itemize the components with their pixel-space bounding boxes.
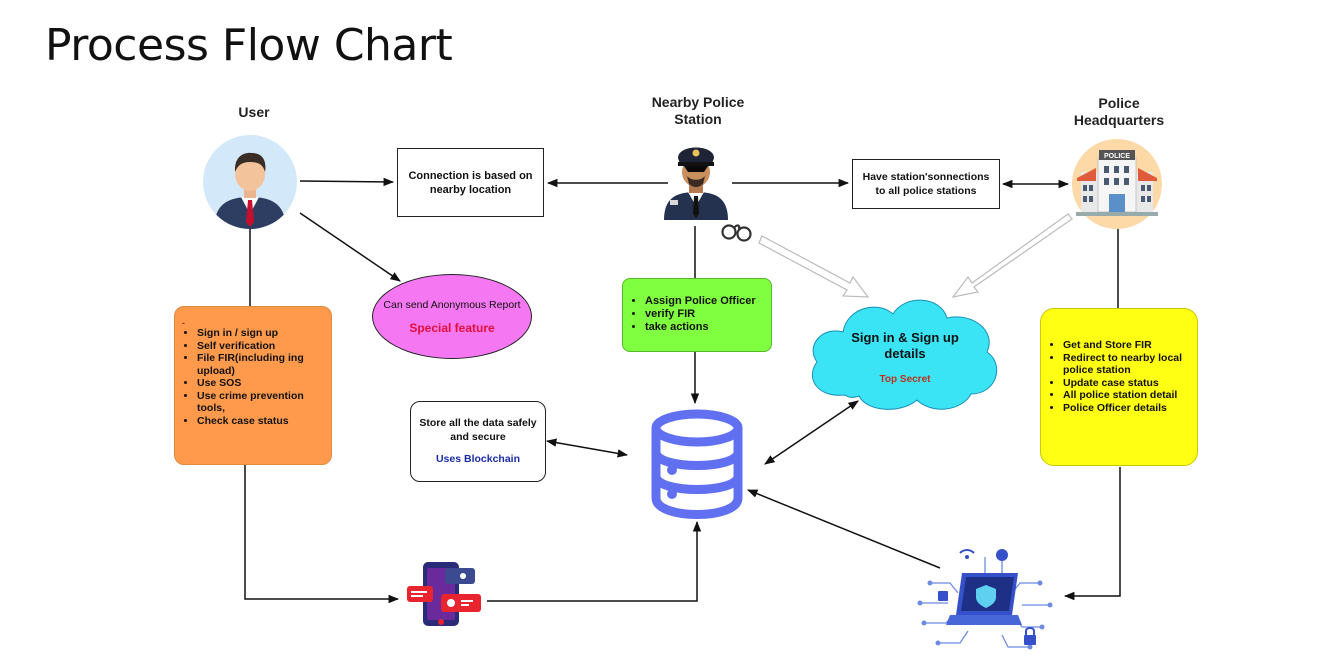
line-features-to-laptop [1063, 467, 1121, 601]
list-item: Redirect to nearby local police station [1063, 352, 1191, 377]
user-avatar-icon [203, 135, 297, 229]
handcuffs-icon [721, 224, 752, 242]
header-user: User [238, 104, 270, 120]
blockchain-tag: Uses Blockchain [435, 453, 521, 465]
police-building-icon: POLICE [1072, 139, 1162, 229]
list-item: Assign Police Officer [645, 295, 765, 308]
list-item: Check case status [197, 415, 325, 428]
list-item: Get and Store FIR [1063, 339, 1191, 352]
list-item: Use SOS [197, 377, 325, 390]
user-features-dash: - [182, 318, 185, 328]
arrow-laptop-to-database [747, 489, 941, 569]
police-officer-icon [664, 147, 728, 220]
station-duties-box: Assign Police Officer verify FIR take ac… [622, 278, 772, 352]
list-item: take actions [645, 321, 765, 334]
user-features-list: Sign in / sign up Self verification File… [181, 327, 325, 427]
anonymous-report-text: Can send Anonymous Report [383, 298, 521, 311]
cyber-laptop-icon [917, 549, 1053, 650]
page-title: Process Flow Chart [45, 20, 453, 71]
cloud-title: Sign in & Sign up details [851, 330, 959, 361]
line-features-to-phone [244, 465, 400, 604]
hq-connection-box: Have station'sonnections to all police s… [852, 159, 1000, 209]
hollow-arrow-station-to-cloud [758, 235, 870, 298]
connection-info-box: Connection is based on nearby location [397, 148, 544, 217]
user-features-box: - Sign in / sign up Self verification Fi… [174, 306, 332, 465]
arrow-user-to-connection [299, 177, 395, 187]
anonymous-report-node: Can send Anonymous Report Special featur… [372, 274, 532, 359]
hollow-arrow-hq-to-cloud [951, 213, 1073, 298]
arrow-storage-database [545, 438, 629, 458]
list-item: File FIR(including ing upload) [197, 352, 325, 377]
secure-cloud-node [811, 299, 998, 410]
header-hq-line1: Police [1098, 95, 1140, 111]
top-secret-tag: Top Secret [879, 374, 931, 385]
header-hq: Police Headquarters [1056, 95, 1182, 129]
station-duties-list: Assign Police Officer verify FIR take ac… [629, 295, 765, 334]
header-station: Nearby Police Station [628, 94, 768, 128]
list-item: Update case status [1063, 377, 1191, 390]
list-item: verify FIR [645, 308, 765, 321]
list-item: Police Officer details [1063, 402, 1191, 415]
header-hq-line2: Headquarters [1073, 112, 1165, 128]
list-item: Use crime prevention tools, [197, 390, 325, 415]
cloud-content: Sign in & Sign up details Top Secret [835, 330, 975, 385]
arrow-database-cloud [764, 400, 859, 465]
arrow-user-to-anonymous [299, 212, 401, 282]
line-phone-to-database [487, 520, 702, 602]
list-item: Sign in / sign up [197, 327, 325, 340]
header-station-line1: Nearby Police [651, 94, 745, 110]
database-icon [651, 409, 743, 519]
header-station-line2: Station [674, 111, 722, 127]
hq-features-list: Get and Store FIR Redirect to nearby loc… [1047, 339, 1191, 414]
police-badge-text: POLICE [1104, 153, 1130, 160]
list-item: All police station detail [1063, 389, 1191, 402]
storage-text: Store all the data safely and secure [419, 417, 537, 443]
list-item: Self verification [197, 340, 325, 353]
mobile-app-icon [407, 562, 481, 626]
hq-features-box: Get and Store FIR Redirect to nearby loc… [1040, 308, 1198, 466]
data-storage-box: Store all the data safely and secure Use… [410, 401, 546, 482]
special-feature-tag: Special feature [409, 320, 495, 335]
